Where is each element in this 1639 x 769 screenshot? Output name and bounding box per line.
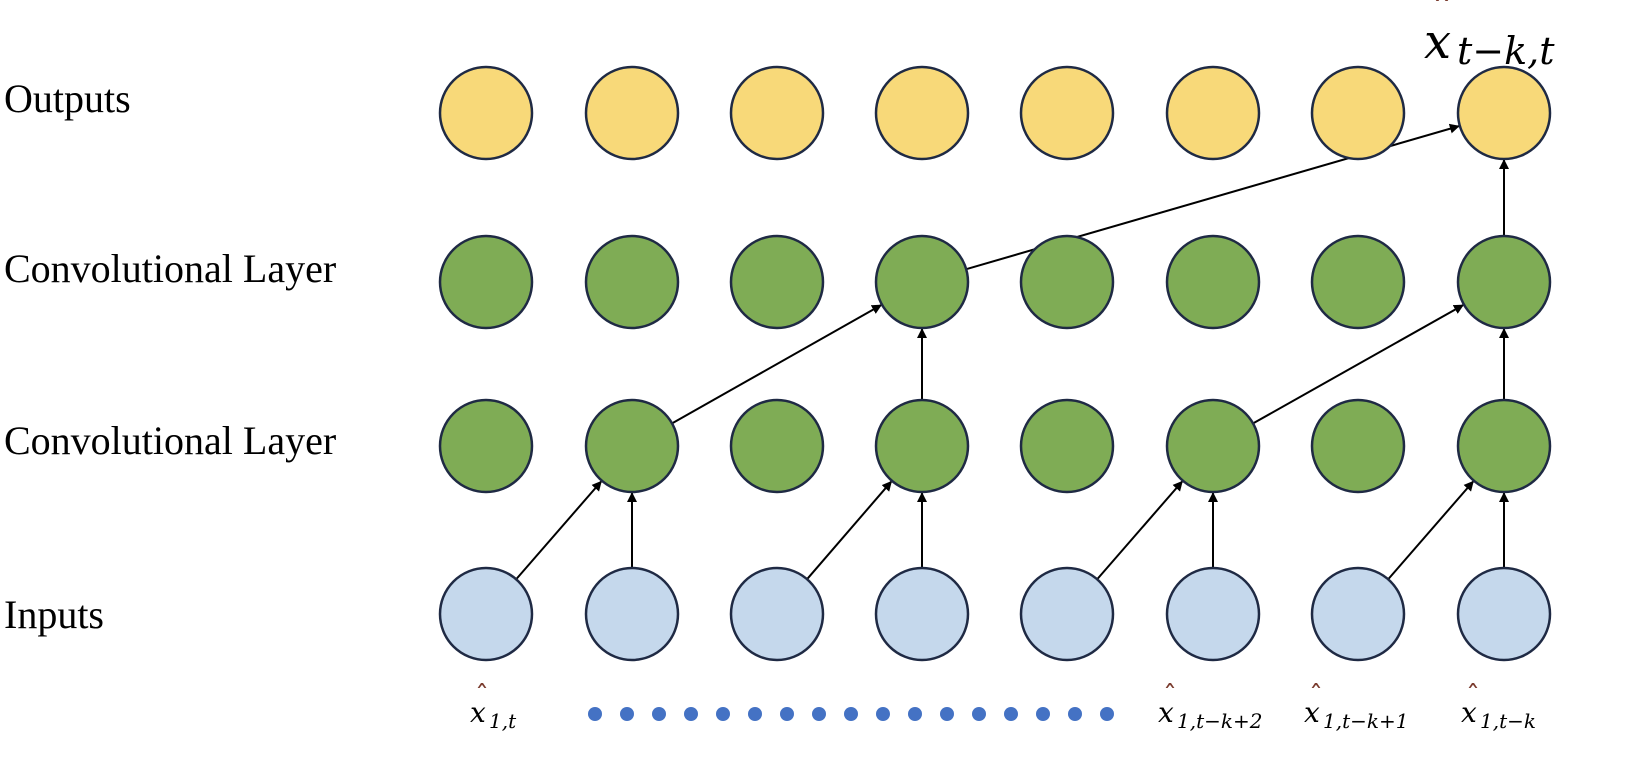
- svg-text:ˆ: ˆ: [1163, 679, 1177, 712]
- inputs-node-2: [729, 566, 825, 662]
- conv1-node-2: [729, 398, 825, 494]
- conv2-node-5: [1165, 234, 1261, 330]
- arrow-0: [515, 480, 602, 580]
- inputs-node-3: [874, 566, 970, 662]
- ellipsis-dot-7: [812, 707, 826, 721]
- row-label-conv-layer-1: Convolutional Layer: [4, 418, 336, 463]
- conv2-node-7: [1456, 234, 1552, 330]
- conv1-node-6: [1310, 398, 1406, 494]
- svg-text:ˆ: ˆ: [1309, 679, 1323, 712]
- input-label-2: ˆ x 1,t−k+1: [1304, 679, 1408, 733]
- input-label-3-base: x: [1461, 696, 1477, 729]
- ellipsis-dot-12: [972, 707, 986, 721]
- input-label-0: ˆ x 1,t: [470, 679, 517, 733]
- row-label-outputs: Outputs: [4, 76, 131, 121]
- node-grid: [438, 65, 1552, 662]
- outputs-node-4: [1019, 65, 1115, 161]
- conv2-node-2: [729, 234, 825, 330]
- output-label: ˆ x t−k,t: [1424, 0, 1555, 73]
- output-label-subscript: t−k,t: [1457, 29, 1555, 73]
- ellipsis-dot-9: [876, 707, 890, 721]
- inputs-node-6: [1310, 566, 1406, 662]
- arrow-10: [1252, 304, 1464, 425]
- connection-arrows: [515, 123, 1509, 580]
- arrow-2: [806, 480, 893, 580]
- ellipsis-dot-1: [620, 707, 634, 721]
- ellipsis-dot-14: [1036, 707, 1050, 721]
- outputs-node-7: [1456, 65, 1552, 161]
- ellipsis-dot-15: [1068, 707, 1082, 721]
- inputs-node-1: [584, 566, 680, 662]
- conv2-node-4: [1019, 234, 1115, 330]
- conv2-node-1: [584, 234, 680, 330]
- output-label-base: x: [1424, 14, 1451, 70]
- input-label-1: ˆ x 1,t−k+2: [1158, 679, 1262, 733]
- ellipsis-dot-8: [844, 707, 858, 721]
- input-label-1-base: x: [1158, 696, 1174, 729]
- ellipsis-dots: [588, 707, 1114, 721]
- ellipsis-dot-3: [684, 707, 698, 721]
- ellipsis-dot-5: [748, 707, 762, 721]
- row-label-conv-layer-2: Convolutional Layer: [4, 246, 336, 291]
- conv1-node-7: [1456, 398, 1552, 494]
- conv2-node-6: [1310, 234, 1406, 330]
- input-label-3: ˆ x 1,t−k: [1461, 679, 1536, 733]
- outputs-node-6: [1310, 65, 1406, 161]
- conv2-node-0: [438, 234, 534, 330]
- inputs-node-5: [1165, 566, 1261, 662]
- ellipsis-dot-10: [908, 707, 922, 721]
- conv1-node-4: [1019, 398, 1115, 494]
- conv2-node-3: [874, 234, 970, 330]
- arrow-6: [1387, 480, 1474, 580]
- conv1-node-5: [1165, 398, 1261, 494]
- input-label-1-subscript: 1,t−k+2: [1177, 709, 1262, 733]
- input-label-0-subscript: 1,t: [489, 709, 517, 733]
- svg-text:ˆ: ˆ: [1432, 0, 1452, 36]
- outputs-node-2: [729, 65, 825, 161]
- svg-text:ˆ: ˆ: [1466, 679, 1480, 712]
- input-label-2-base: x: [1304, 696, 1320, 729]
- row-label-inputs: Inputs: [4, 592, 104, 637]
- ellipsis-dot-0: [588, 707, 602, 721]
- inputs-node-7: [1456, 566, 1552, 662]
- ellipsis-dot-16: [1100, 707, 1114, 721]
- ellipsis-dot-11: [940, 707, 954, 721]
- inputs-node-4: [1019, 566, 1115, 662]
- ellipsis-dot-13: [1004, 707, 1018, 721]
- conv1-node-3: [874, 398, 970, 494]
- arrow-4: [1096, 480, 1183, 580]
- outputs-node-3: [874, 65, 970, 161]
- inputs-node-0: [438, 566, 534, 662]
- input-label-2-subscript: 1,t−k+1: [1323, 709, 1408, 733]
- outputs-node-1: [584, 65, 680, 161]
- input-label-3-subscript: 1,t−k: [1480, 709, 1536, 733]
- ellipsis-dot-2: [652, 707, 666, 721]
- conv1-node-1: [584, 398, 680, 494]
- ellipsis-dot-6: [780, 707, 794, 721]
- conv1-node-0: [438, 398, 534, 494]
- svg-text:ˆ: ˆ: [475, 679, 489, 712]
- outputs-node-5: [1165, 65, 1261, 161]
- ellipsis-dot-4: [716, 707, 730, 721]
- outputs-node-0: [438, 65, 534, 161]
- input-label-0-base: x: [470, 696, 486, 729]
- arrow-8: [671, 304, 882, 425]
